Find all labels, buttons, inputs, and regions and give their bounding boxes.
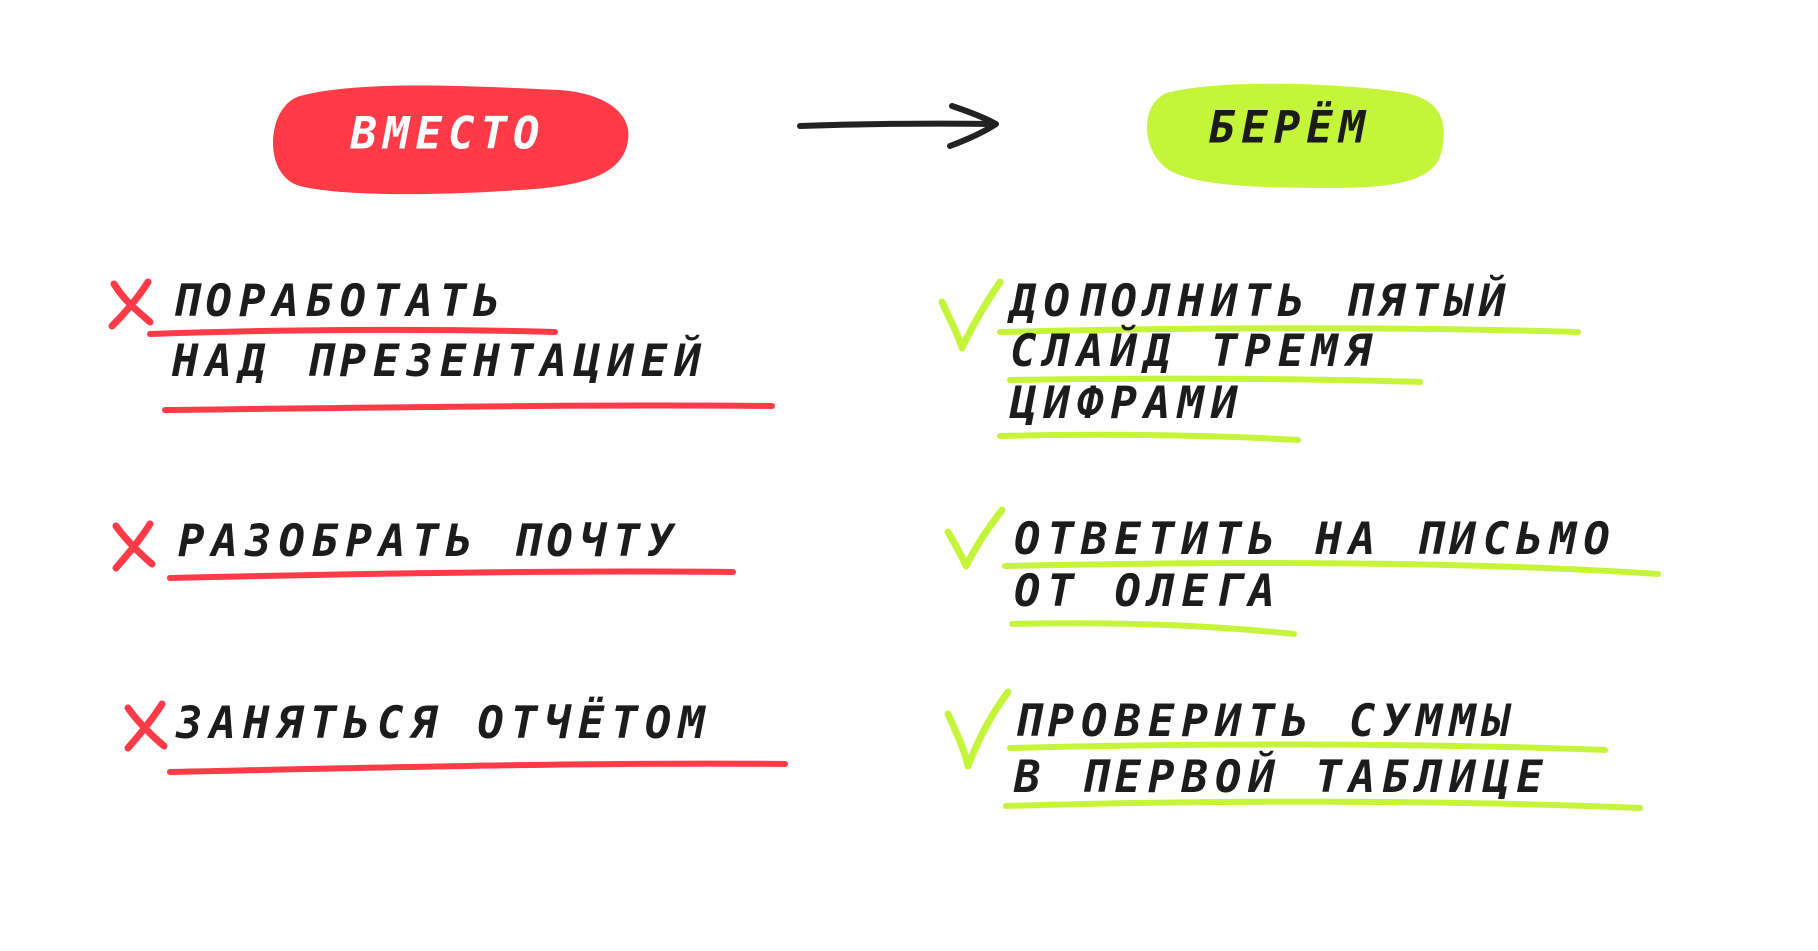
take-item-1-line-3: ЦИФРАМИ — [1010, 378, 1245, 429]
check-icon — [944, 506, 1006, 570]
check-icon — [944, 688, 1012, 770]
take-underline-2a — [1002, 560, 1661, 577]
cross-icon — [108, 278, 154, 330]
instead-header: ВМЕСТО — [350, 108, 546, 160]
take-underline-2b — [1009, 620, 1297, 637]
instead-item-3-line-1: ЗАНЯТЬСЯ ОТЧЁТОМ — [176, 698, 712, 749]
cross-icon — [124, 700, 168, 752]
take-item-1-line-1: ДОПОЛНИТЬ ПЯТЫЙ — [1010, 276, 1513, 327]
take-underline-3a — [1007, 741, 1608, 753]
take-underline-3b — [1003, 798, 1643, 811]
instead-item-1-line-1: ПОРАБОТАТЬ — [172, 276, 507, 327]
take-underline-1b — [1007, 375, 1423, 385]
take-underline-1c — [997, 431, 1301, 443]
take-header: БЕРЁМ — [1208, 102, 1372, 154]
take-item-2-line-1: ОТВЕТИТЬ НА ПИСЬМО — [1014, 514, 1617, 565]
instead-underline-2 — [167, 568, 736, 581]
take-item-1-line-2: СЛАЙД ТРЕМЯ — [1010, 326, 1379, 377]
arrow-right-icon — [797, 103, 999, 149]
instead-underline-1b — [162, 402, 775, 413]
instead-item-2-line-1: РАЗОБРАТЬ ПОЧТУ — [178, 516, 681, 567]
instead-badge-blob — [272, 85, 629, 195]
take-item-3-line-2: В ПЕРВОЙ ТАБЛИЦЕ — [1014, 752, 1550, 803]
instead-underline-1a — [147, 326, 558, 337]
take-badge-blob — [1146, 83, 1444, 188]
take-item-3-line-1: ПРОВЕРИТЬ СУММЫ — [1014, 696, 1517, 747]
instead-underline-3 — [167, 760, 788, 775]
take-item-2-line-2: ОТ ОЛЕГА — [1014, 566, 1282, 617]
instead-item-1-line-2: НАД ПРЕЗЕНТАЦИЕЙ — [172, 336, 708, 387]
cross-icon — [112, 520, 156, 572]
take-underline-1a — [997, 325, 1581, 335]
check-icon — [938, 278, 1004, 352]
